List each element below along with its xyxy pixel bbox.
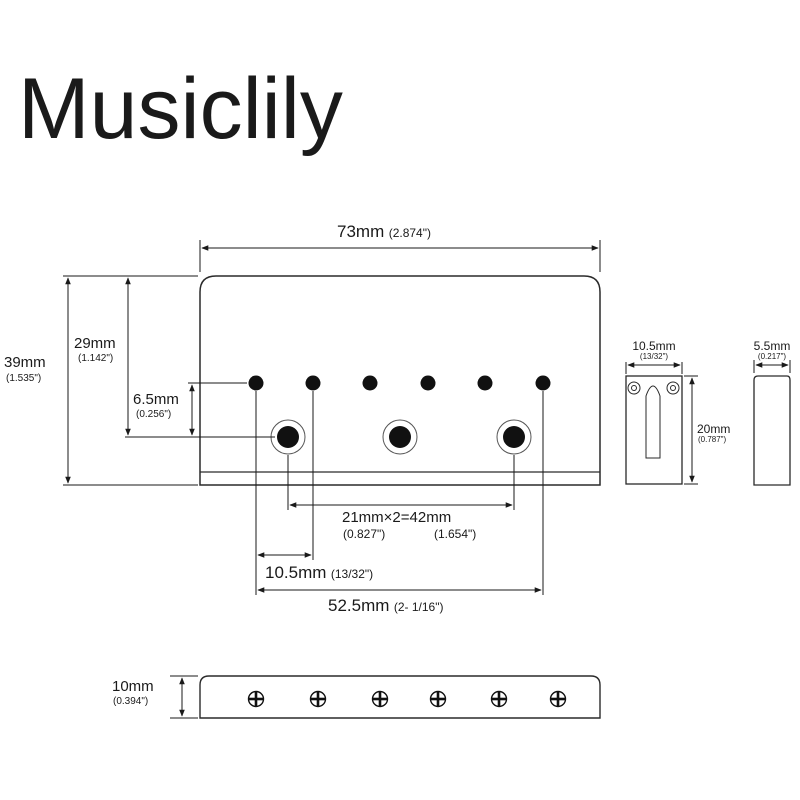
string-span-label: 52.5mm (2- 1/16") bbox=[328, 597, 444, 615]
hole-height-in: (1.142") bbox=[78, 353, 114, 364]
side-view-plate bbox=[170, 675, 601, 719]
string-span-mm: 52.5mm bbox=[328, 596, 390, 615]
string-holes bbox=[248, 375, 551, 391]
width-mm: 73mm bbox=[337, 222, 385, 241]
saddle-width-mm: 10.5mm bbox=[632, 339, 676, 353]
dim-height bbox=[63, 275, 198, 486]
saddle-height-mm: 20mm bbox=[697, 422, 731, 436]
dim-mount-spacing bbox=[287, 455, 515, 510]
mounting-holes bbox=[270, 419, 532, 455]
saddle-height-in: (0.787") bbox=[698, 435, 727, 444]
string-span-in: (2- 1/16") bbox=[393, 600, 444, 614]
thickness-mm: 10mm bbox=[112, 678, 154, 695]
dim-29mm bbox=[125, 277, 275, 438]
saddle-front-view bbox=[625, 362, 698, 485]
mount-spacing-in-a: (0.827") bbox=[343, 527, 386, 541]
hole-height-mm: 29mm bbox=[74, 335, 116, 352]
height-in: (1.535") bbox=[6, 373, 42, 384]
saddle-depth-in: (0.217") bbox=[757, 352, 787, 361]
thickness-in: (0.394") bbox=[113, 696, 149, 707]
mount-spacing: 21mm×2=42mm bbox=[342, 509, 452, 526]
saddle-depth-mm: 5.5mm bbox=[753, 339, 791, 353]
height-mm: 39mm bbox=[4, 354, 46, 371]
width-in: (2.874") bbox=[388, 226, 431, 240]
string-extension-lines bbox=[255, 391, 544, 595]
string-spacing-mm: 10.5mm bbox=[265, 563, 327, 582]
saddle-width-in: (13/32") bbox=[639, 352, 669, 361]
hole-offset-in: (0.256") bbox=[136, 409, 172, 420]
side-view-screws bbox=[247, 690, 567, 708]
string-spacing-label: 10.5mm (13/32") bbox=[265, 564, 373, 582]
dim-6-5mm bbox=[188, 382, 247, 436]
brand-logo-text: Musiclily bbox=[18, 61, 343, 157]
dim-width bbox=[199, 240, 601, 272]
mount-spacing-in-b: (1.654") bbox=[434, 527, 477, 541]
width-label: 73mm (2.874") bbox=[337, 223, 431, 241]
string-spacing-in: (13/32") bbox=[330, 567, 374, 581]
saddle-side-view bbox=[753, 360, 791, 486]
hole-offset-mm: 6.5mm bbox=[133, 391, 179, 408]
